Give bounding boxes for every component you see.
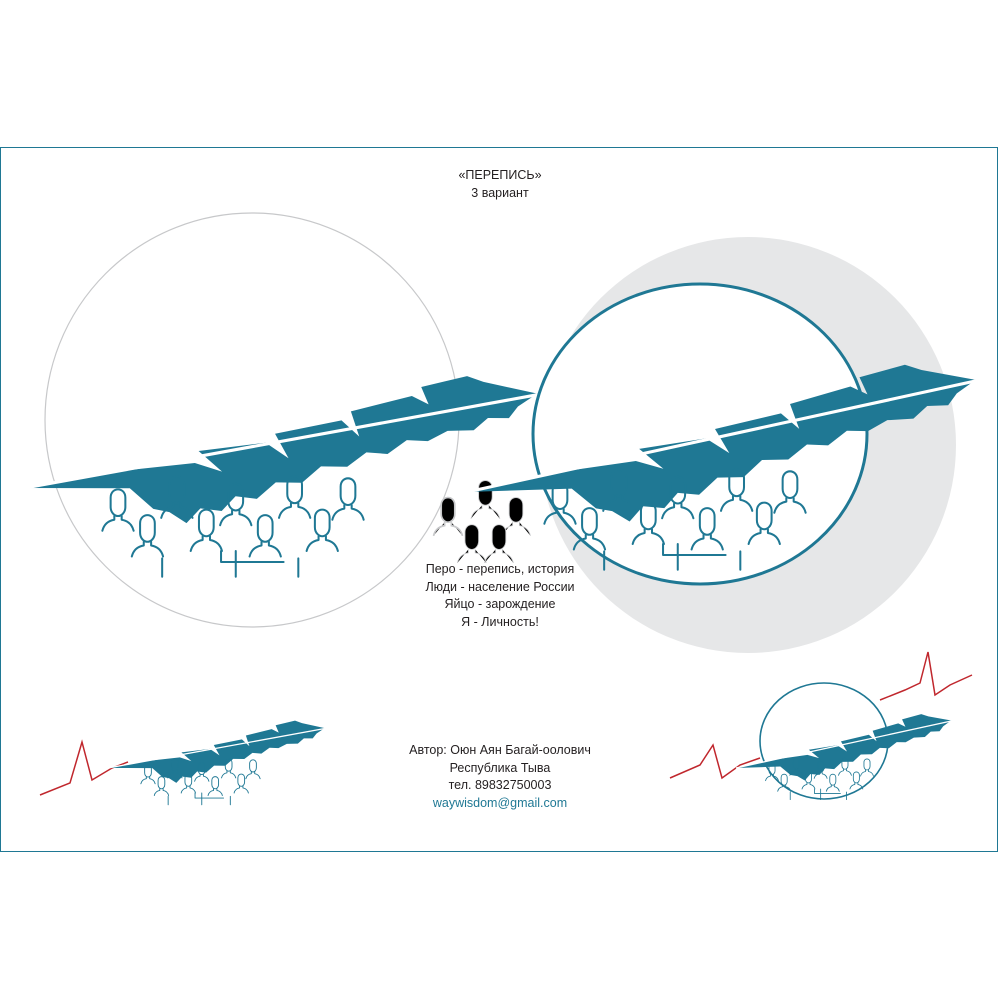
author-name: Автор: Оюн Аян Багай-оолович [409, 743, 591, 757]
artboard-frame [0, 147, 998, 852]
people-ghost-icon [432, 480, 531, 564]
author-email-link[interactable]: waywisdom@gmail.com [432, 795, 568, 810]
title-block: «ПЕРЕПИСЬ» 3 вариант [400, 167, 600, 202]
author-block: Автор: Оюн Аян Багай-оолович Республика … [380, 742, 620, 812]
meaning-line: Люди - население России [425, 579, 575, 594]
author-region: Республика Тыва [449, 760, 551, 775]
heartbeat-line-icon [39, 739, 129, 796]
meaning-line: Я - Личность! [461, 614, 539, 629]
feather-icon [16, 366, 550, 544]
author-phone: тел. 89832750003 [448, 778, 552, 792]
heartbeat-line-icon [669, 651, 973, 780]
page-title: «ПЕРЕПИСЬ» [458, 168, 542, 182]
feather-icon [104, 716, 330, 792]
meaning-line: Перо - перепись, история [425, 562, 575, 576]
meaning-block: Перо - перепись, история Люди - населени… [390, 561, 610, 631]
meaning-line: Яйцо - зарождение [444, 597, 556, 611]
variant-label: 3 вариант [471, 185, 529, 200]
